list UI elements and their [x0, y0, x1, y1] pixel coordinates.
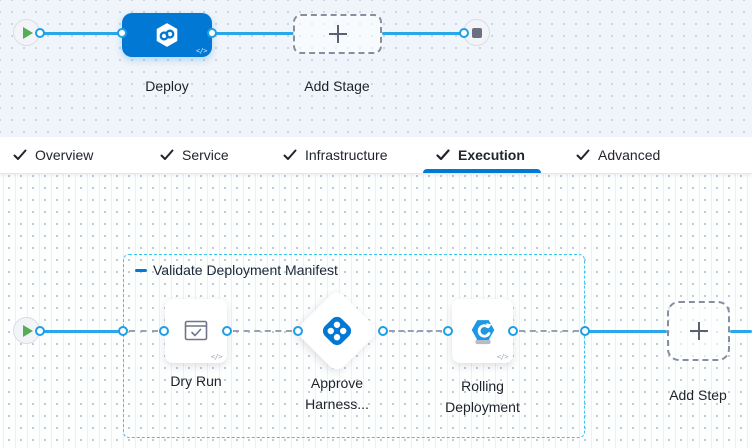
step-group-container[interactable]	[123, 254, 585, 438]
step-node-rolling-deployment[interactable]: </>	[452, 299, 513, 363]
exec-dashed-line	[129, 330, 158, 332]
execution-canvas: Validate Deployment Manifest </>	[0, 174, 752, 448]
step-label-dry-run: Dry Run	[170, 373, 222, 389]
add-stage-label: Add Stage	[304, 78, 370, 94]
tab-overview[interactable]: Overview	[13, 137, 93, 173]
tab-label: Infrastructure	[305, 147, 388, 163]
tab-service[interactable]: Service	[160, 137, 229, 173]
check-icon	[576, 149, 590, 161]
connector-point	[443, 326, 453, 336]
check-icon	[283, 149, 297, 161]
connector-point	[508, 326, 518, 336]
tab-execution[interactable]: Execution	[436, 137, 525, 173]
stop-icon	[471, 27, 482, 38]
tab-label: Service	[182, 147, 229, 163]
connector-point	[117, 28, 127, 38]
play-icon	[23, 324, 33, 337]
stage-config-tabbar: Overview Service Infrastructure Executio…	[0, 137, 752, 174]
harness-cd-icon	[156, 23, 178, 47]
shell-script-icon	[184, 320, 208, 341]
code-badge-icon: </>	[195, 47, 208, 55]
connector-point	[580, 326, 590, 336]
plus-icon	[689, 321, 709, 341]
stage-node-deploy[interactable]: </>	[122, 13, 212, 57]
step-label-rolling-deployment: Rolling Deployment	[445, 378, 520, 415]
connector-point	[159, 326, 169, 336]
connector-point	[118, 326, 128, 336]
connector-point	[35, 326, 45, 336]
connector-point	[293, 326, 303, 336]
stage-connector-line	[212, 31, 294, 35]
check-icon	[13, 149, 27, 161]
exec-dashed-line	[389, 330, 442, 332]
stage-canvas: </> Deploy Add Stage	[0, 0, 752, 137]
play-icon	[23, 26, 33, 39]
active-tab-indicator	[423, 169, 541, 173]
exec-dashed-line	[233, 330, 292, 332]
tab-label: Execution	[458, 147, 525, 163]
check-icon	[436, 149, 450, 161]
step-node-dry-run[interactable]: </>	[165, 299, 227, 363]
add-step-label: Add Step	[669, 387, 727, 403]
connector-point	[35, 28, 45, 38]
exec-connector-line	[40, 329, 123, 333]
stage-connector-line	[40, 31, 123, 35]
tab-advanced[interactable]: Advanced	[576, 137, 660, 173]
step-group-header[interactable]: Validate Deployment Manifest	[135, 262, 338, 278]
add-step-button[interactable]	[667, 301, 730, 361]
harness-approval-icon[interactable]	[320, 314, 354, 348]
exec-connector-line	[585, 329, 667, 333]
connector-point	[222, 326, 232, 336]
stage-label-deploy: Deploy	[145, 78, 189, 94]
exec-connector-line	[730, 329, 752, 333]
connector-point	[459, 28, 469, 38]
pipeline-end-node	[463, 19, 490, 46]
tab-label: Overview	[35, 147, 94, 163]
tab-label: Advanced	[598, 147, 661, 163]
stage-connector-line	[382, 31, 465, 35]
tab-infrastructure[interactable]: Infrastructure	[283, 137, 387, 173]
code-badge-icon: </>	[210, 353, 223, 361]
connector-point	[378, 326, 388, 336]
rolling-deployment-icon	[471, 320, 494, 345]
connector-point	[207, 28, 217, 38]
exec-dashed-line	[519, 330, 579, 332]
check-icon	[160, 149, 174, 161]
step-group-title: Validate Deployment Manifest	[153, 262, 338, 278]
collapse-icon[interactable]	[135, 268, 147, 272]
code-badge-icon: </>	[496, 353, 509, 361]
add-stage-button[interactable]	[293, 14, 382, 54]
plus-icon	[328, 24, 348, 44]
step-label-approve: Approve Harness...	[305, 375, 369, 412]
